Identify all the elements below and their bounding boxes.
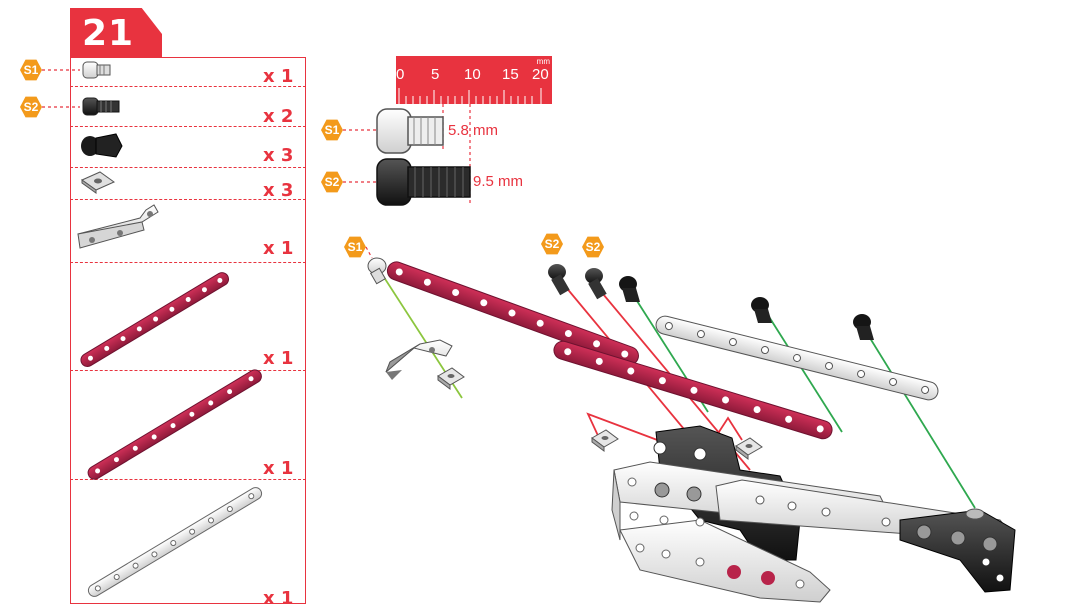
s2-screw-icon: [82, 97, 120, 116]
ruler-ticks: [398, 88, 542, 104]
assembly-square-nut: [735, 437, 763, 460]
s2-label: S2: [23, 100, 39, 114]
ruler-tick-label: 15: [502, 66, 519, 83]
assembly-plastic-rivet: [751, 297, 772, 323]
s2-label: S2: [585, 240, 601, 254]
assembly-square-nut: [437, 367, 465, 390]
parts-qty: x 1: [263, 458, 294, 479]
s2-hex-badge: S2: [582, 236, 604, 258]
assembly-red-strip: [386, 261, 639, 366]
parts-qty: x 3: [263, 145, 294, 166]
assembly-plastic-rivet: [619, 276, 640, 302]
parts-divider: [70, 126, 306, 127]
ruler-unit: mm: [536, 57, 550, 66]
parts-qty: x 1: [263, 348, 294, 369]
s2-hex-badge: S2: [541, 233, 563, 255]
parts-qty: x 1: [263, 588, 294, 609]
assembly-angle-bracket: [385, 339, 453, 380]
s1-hex-badge: S1: [344, 236, 366, 258]
parts-qty: x 2: [263, 106, 294, 127]
s1-label: S1: [324, 123, 340, 137]
parts-divider: [70, 370, 306, 371]
s1-label: S1: [23, 63, 39, 77]
assembly-square-nut: [591, 429, 619, 452]
s1-hex-badge: S1: [321, 119, 343, 141]
s2-hex-badge: S2: [20, 96, 42, 118]
parts-divider: [70, 167, 306, 168]
assembly-s1-screw: [367, 257, 387, 285]
parts-divider: [70, 262, 306, 263]
parts-qty: x 1: [263, 66, 294, 87]
s2-hex-badge: S2: [321, 171, 343, 193]
ruler-tick-label: 5: [431, 66, 440, 83]
s2-label: S2: [324, 175, 340, 189]
mm-ruler: mm 0 5 10 15 20: [396, 56, 552, 104]
ruler-tick-label: 0: [396, 66, 405, 83]
assembly-white-strip: [655, 315, 939, 401]
s1-hex-badge: S1: [20, 59, 42, 81]
parts-divider: [70, 479, 306, 480]
assembly-s2-screw: [548, 264, 570, 296]
angle-bracket-icon: [77, 204, 159, 249]
s1-label: S1: [347, 240, 363, 254]
plastic-rivet-icon: [81, 133, 123, 158]
s2-length: 9.5 mm: [473, 173, 524, 190]
s1-screw-size-drawing: [376, 108, 444, 154]
s1-screw-icon: [82, 61, 111, 79]
parts-qty: x 3: [263, 180, 294, 201]
step-number: 21: [82, 13, 135, 54]
assembly-s2-screw: [585, 268, 607, 300]
red-strip-icon: [87, 369, 262, 480]
s2-label: S2: [544, 237, 560, 251]
ruler-tick-label: 10: [464, 66, 481, 83]
square-nut-icon: [80, 171, 116, 194]
assembly-plastic-rivet: [853, 314, 874, 340]
s2-screw-size-drawing: [376, 158, 471, 206]
parts-list-panel: [70, 57, 306, 604]
step-number-tab: [70, 8, 162, 58]
parts-divider: [70, 86, 306, 87]
s1-length: 5.8 mm: [448, 122, 499, 139]
red-strip-icon: [80, 272, 230, 368]
base-assembly: [611, 425, 1016, 603]
assembly-red-strip: [553, 340, 833, 440]
parts-qty: x 1: [263, 238, 294, 259]
white-strip-icon: [87, 487, 263, 597]
parts-divider: [70, 199, 306, 200]
ruler-tick-label: 20: [532, 66, 549, 83]
